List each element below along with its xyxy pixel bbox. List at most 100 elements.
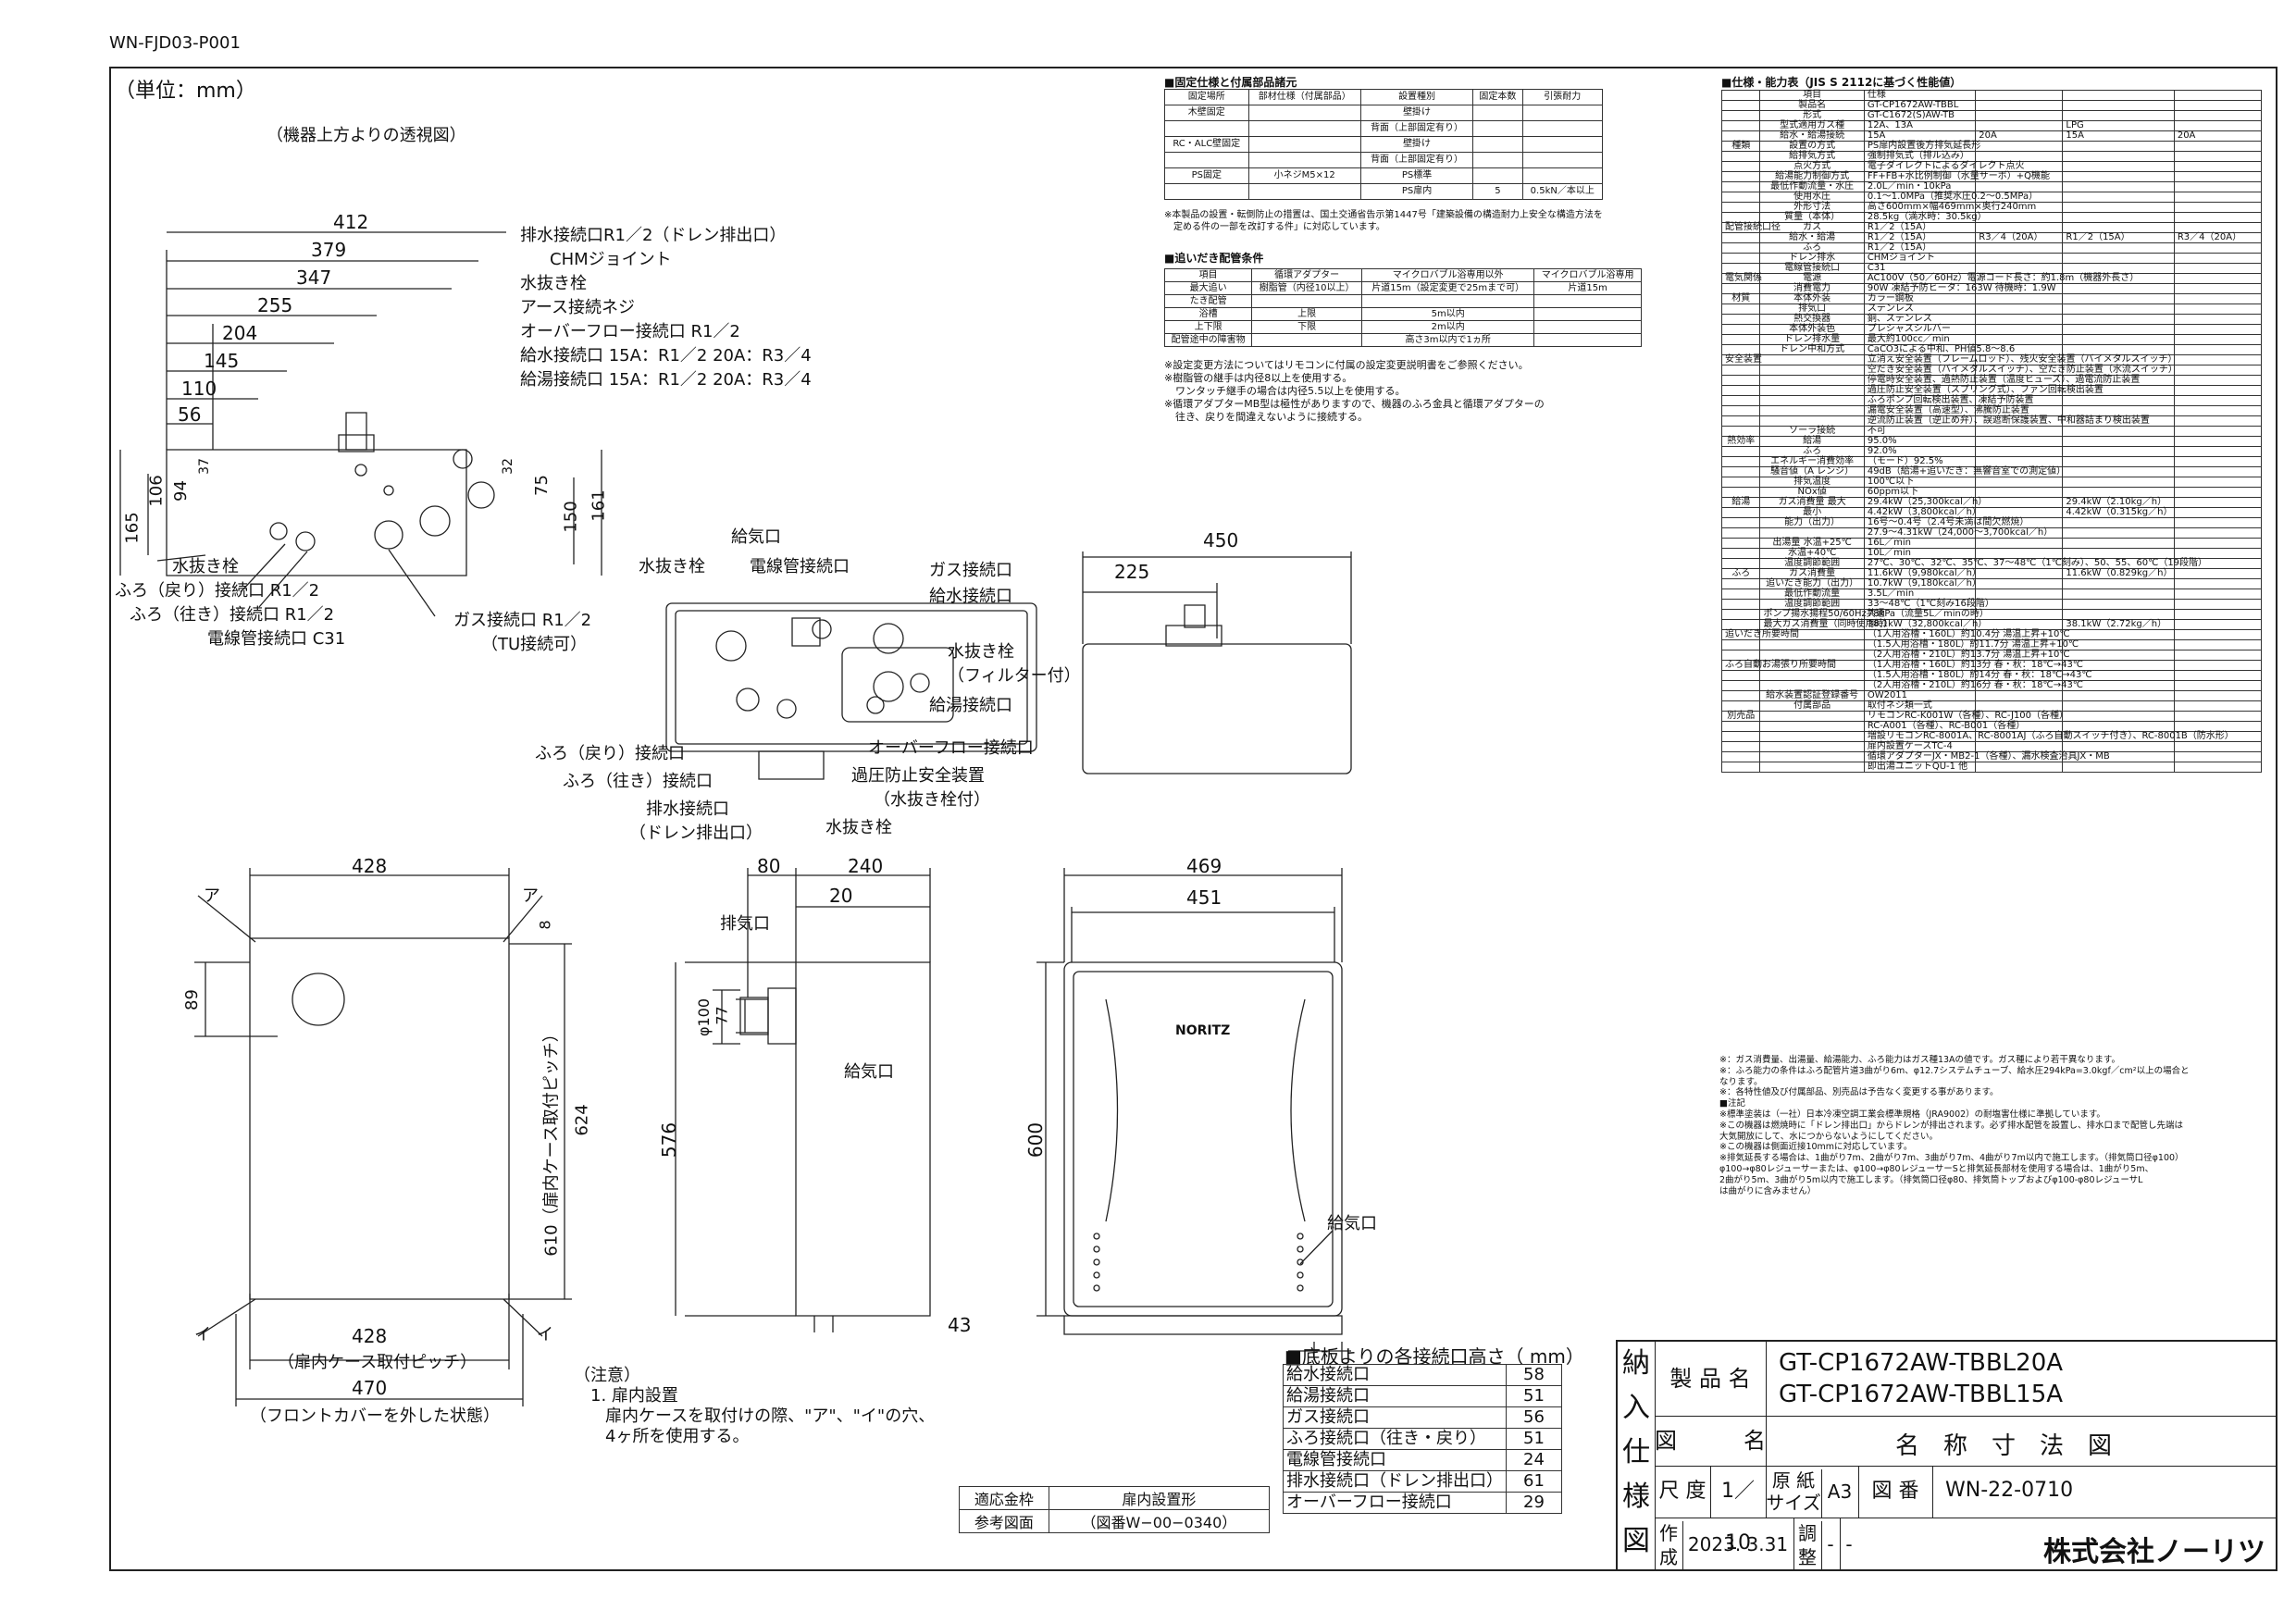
sv-77: 77: [713, 1006, 731, 1025]
spec-row: 即出湯ユニットQU-1 他: [1720, 762, 2263, 773]
dim-255: 255: [257, 294, 293, 316]
spec-row: 空だき安全装置（バイメタルスイッチ）、空だき防止装置（水流スイッチ）: [1720, 365, 2263, 376]
spec-cell: [2173, 283, 2263, 294]
drawing-name: 名 称 寸 法 図: [1895, 1432, 2113, 1460]
spec-cell: [2062, 334, 2175, 345]
spec-cell: [2062, 293, 2175, 304]
fix-cell: [1472, 167, 1523, 184]
tb-row-drawing: 図 名 名 称 寸 法 図: [1655, 1416, 2277, 1467]
spec-cell: 38.1kW（32,800kcal／h）: [1863, 619, 1987, 630]
spec-footnote: ※排気延長する場合は、1曲がり7m、2曲がり7m、3曲がり7m、4曲がり7m以内…: [1719, 1153, 2184, 1164]
product-name-2: GT-CP1672AW-TBBL15A: [1779, 1381, 2064, 1408]
notes-title: （注意）: [574, 1366, 640, 1385]
bh-cell: 24: [1506, 1449, 1562, 1471]
spec-cell: [1720, 751, 1761, 762]
bh-cell: 給湯接続口: [1283, 1385, 1507, 1407]
spec-cell: [1720, 690, 1761, 701]
fix-cell: 木壁固定: [1164, 105, 1249, 121]
spec-cell: 電線管接続口: [1759, 263, 1865, 274]
pipe-cell: マイクロバブル浴専用: [1533, 268, 1642, 282]
ap-cell: 参考図面: [959, 1509, 1049, 1533]
spec-row: 停電時安全装置、過熱防止装置（温度ヒューズ）、過電流防止装置: [1720, 375, 2263, 386]
spec-cell: [1975, 588, 2064, 600]
spec-cell: 形式: [1759, 110, 1865, 121]
spec-cell: [1975, 110, 2064, 121]
spec-cell: [2062, 263, 2175, 274]
spec-cell: 排気口: [1759, 304, 1865, 315]
fix-cell: [1164, 120, 1249, 137]
spec-cell: 外形寸法: [1759, 202, 1865, 213]
fv-600: 600: [1024, 1121, 1048, 1158]
spec-cell: [2062, 578, 2175, 589]
spec-cell: [1720, 558, 1761, 569]
dim-56: 56: [178, 403, 202, 426]
spec-cell: [2173, 527, 2263, 539]
spec-cell: [1975, 253, 2064, 264]
spec-cell: [2173, 110, 2263, 121]
spec-cell: [1720, 762, 1761, 773]
spec-cell: 2.0L／min・10kPa: [1863, 181, 1977, 192]
title-side: 納 入 仕 様 図: [1618, 1342, 1656, 1571]
spec-cell: [2173, 171, 2263, 182]
dim-379: 379: [311, 239, 347, 261]
spec-cell: 排気温度: [1759, 477, 1865, 488]
spec-cell: 高さ600mm×幅469mm×奥行240mm: [1863, 202, 2036, 213]
pipe-cell: [1533, 307, 1642, 321]
spec-cell: 16L／min: [1863, 538, 1977, 549]
pipe-cell: 浴槽: [1163, 307, 1253, 321]
fix-cell: [1521, 105, 1604, 121]
spec-cell: [2173, 466, 2263, 477]
bh-cell: ふろ接続口（往き・戻り）: [1283, 1428, 1507, 1450]
spec-cell: 100℃以下: [1863, 477, 1977, 488]
spec-cell: 60ppm以下: [1863, 487, 1977, 498]
pipe-row: 配管途中の障害物高さ3m以内で1ヵ所: [1163, 333, 1642, 347]
spec-cell: [2062, 283, 2175, 294]
spec-cell: [1720, 680, 1761, 691]
spec-row: 項目仕様: [1720, 90, 2263, 101]
spec-cell: ドレン排水: [1759, 253, 1865, 264]
spec-cell: 29.4kW（25,300kcal／h）: [1863, 497, 1987, 508]
spec-cell: エネルギー消費効率: [1759, 456, 1865, 467]
spec-cell: 11.6kW（9,980kcal／h）: [1863, 568, 1981, 579]
product-name-1: GT-CP1672AW-TBBL20A: [1779, 1349, 2064, 1377]
spec-cell: ドレン中和方式: [1759, 344, 1865, 355]
spec-cell: [2062, 161, 2175, 172]
fix-row: 固定場所部材仕様（付属部品）設置種別固定本数引張耐力: [1164, 89, 1604, 105]
spec-cell: [1720, 90, 1761, 101]
pipe-cell: 片道15m: [1533, 281, 1642, 295]
bh-cell: 58: [1506, 1364, 1562, 1386]
spec-row: 漏電安全装置（高速型）、沸騰防止装置: [1720, 405, 2263, 416]
spec-cell: [1720, 314, 1761, 325]
spec-cell: [1720, 487, 1761, 498]
spec-cell: [1720, 507, 1761, 518]
spec-cell: 15A: [1863, 130, 1977, 142]
spec-row: 最大ガス消費量（同時使用時）38.1kW（32,800kcal／h）38.1kW…: [1720, 619, 2263, 630]
spec-cell: [1720, 130, 1761, 142]
spec-row: 追いだき所要時間（1人用浴槽・160L）約10.4分 湯温上昇+10℃: [1720, 629, 2263, 640]
label-chm: CHMジョイント: [550, 250, 672, 269]
spec-cell: [2062, 446, 2175, 457]
dim-165: 165: [122, 512, 143, 544]
spec-cell: [1720, 385, 1761, 396]
pipe-cell: マイクロバブル浴専用以外: [1361, 268, 1535, 282]
fix-cell: RC・ALC壁固定: [1164, 136, 1249, 153]
spec-row: 本体外装色プレシャスシルバー: [1720, 324, 2263, 335]
spec-cell: [2173, 456, 2263, 467]
fc-624: 624: [572, 1104, 592, 1136]
spec-cell: [1720, 395, 1761, 406]
spec-cell: 90W 凍結予防ヒータ：163W 待機時：1.9W: [1863, 283, 2056, 294]
spec-cell: [2173, 304, 2263, 315]
spec-cell: [1975, 293, 2064, 304]
spec-cell: [1720, 110, 1761, 121]
spec-cell: 0.1〜1.0MPa（推奨水圧0.2〜0.5MPa）: [1863, 192, 2038, 203]
spec-cell: 28.5kg（満水時：30.5kg）: [1863, 212, 1987, 223]
spec-cell: [2173, 405, 2263, 416]
fix-cell: 小ネジM5×12: [1247, 167, 1361, 184]
spec-cell: R3／4（20A）: [1975, 232, 2064, 243]
